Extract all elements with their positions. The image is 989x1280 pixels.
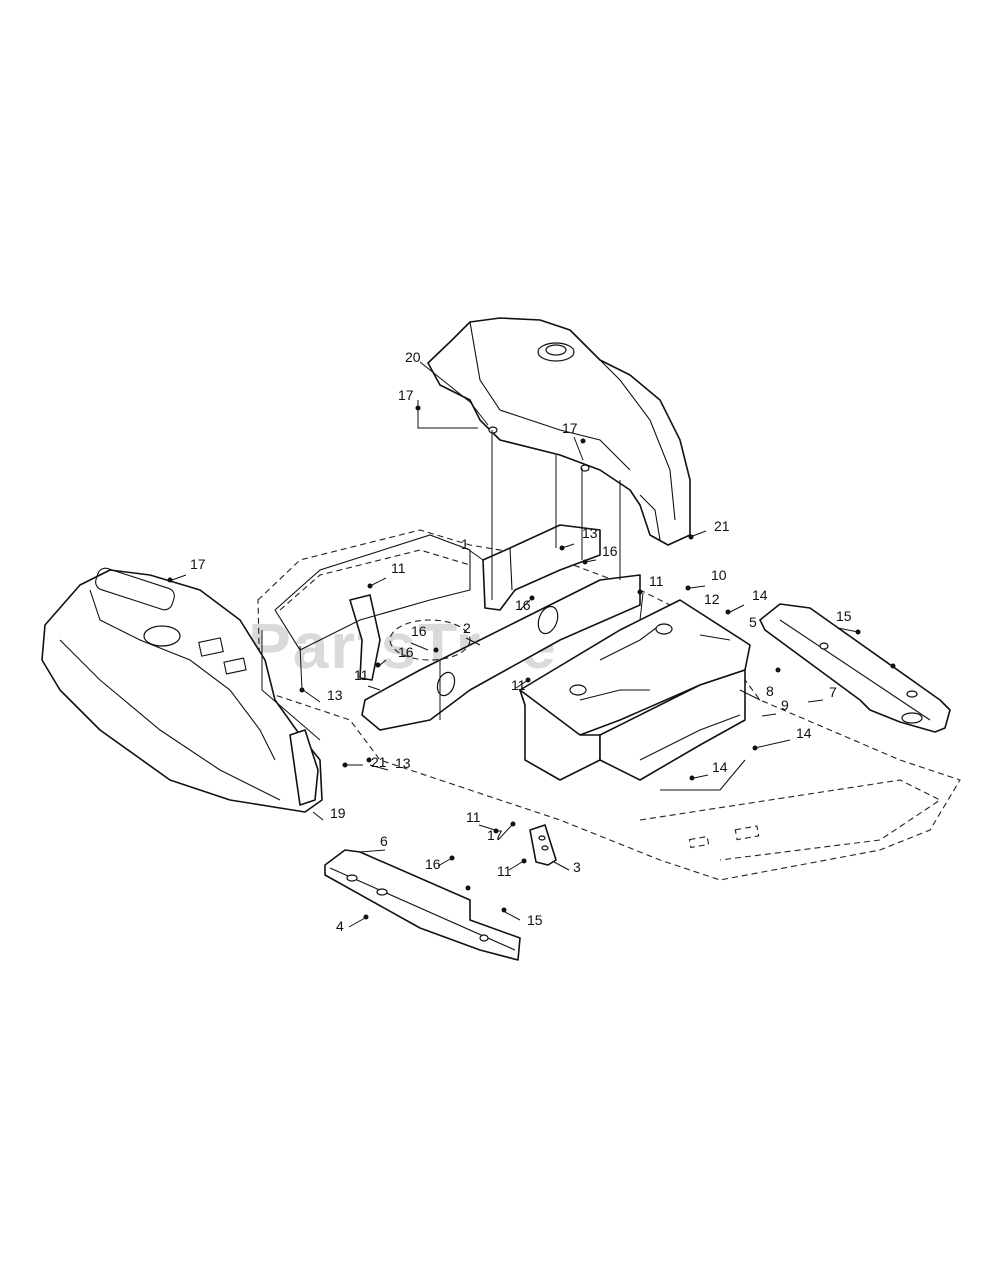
callout-c16e: 16 bbox=[425, 856, 441, 872]
callout-c2: 2 bbox=[463, 620, 471, 636]
callout-c6: 6 bbox=[380, 833, 388, 849]
main-frame bbox=[274, 534, 641, 731]
callout-c13a: 13 bbox=[582, 525, 598, 541]
callout-c16a: 16 bbox=[602, 543, 618, 559]
callout-c17b: 17 bbox=[562, 420, 578, 436]
step-plate bbox=[529, 824, 557, 866]
callout-c11e: 11 bbox=[466, 809, 481, 825]
rear-bracket bbox=[482, 524, 601, 611]
callout-c11d: 11 bbox=[511, 677, 526, 693]
callout-c17a: 17 bbox=[398, 387, 414, 403]
callout-c20: 20 bbox=[405, 349, 421, 365]
callout-c17d: 17 bbox=[487, 827, 503, 843]
callout-c12: 12 bbox=[704, 591, 720, 607]
callout-c4: 4 bbox=[336, 918, 344, 934]
callout-c16d: 16 bbox=[398, 644, 414, 660]
chassis-frame bbox=[257, 529, 961, 881]
callout-c11a: 11 bbox=[391, 560, 406, 576]
callout-c1: 1 bbox=[461, 536, 469, 552]
callout-c11b: 11 bbox=[649, 573, 664, 589]
callout-c8: 8 bbox=[766, 683, 774, 699]
callout-c14b: 14 bbox=[796, 725, 812, 741]
callout-c17c: 17 bbox=[190, 556, 206, 572]
callout-c16c: 16 bbox=[411, 623, 427, 639]
callout-c11c: 11 bbox=[354, 667, 369, 683]
callout-c10: 10 bbox=[711, 567, 727, 583]
callout-c11f: 11 bbox=[497, 863, 512, 879]
left-fender-console bbox=[41, 567, 323, 813]
rear-fender-shroud bbox=[427, 317, 691, 546]
fasteners bbox=[167, 405, 896, 920]
callout-c3: 3 bbox=[573, 859, 581, 875]
callout-c13c: 13 bbox=[395, 755, 411, 771]
callout-c5: 5 bbox=[749, 614, 757, 630]
callout-c15b: 15 bbox=[527, 912, 543, 928]
front-footrest bbox=[324, 849, 521, 961]
callout-c21a: 21 bbox=[714, 518, 730, 534]
callout-c14a: 14 bbox=[752, 587, 768, 603]
callout-c14c: 14 bbox=[712, 759, 728, 775]
callout-c13b: 13 bbox=[327, 687, 343, 703]
floor-plate bbox=[519, 599, 751, 791]
callout-c21b: 21 bbox=[371, 754, 387, 770]
callout-c16b: 16 bbox=[515, 597, 531, 613]
right-footrest bbox=[759, 603, 951, 733]
callout-c15a: 15 bbox=[836, 608, 852, 624]
callout-c7: 7 bbox=[829, 684, 837, 700]
callout-c19: 19 bbox=[330, 805, 346, 821]
callout-c9: 9 bbox=[781, 697, 789, 713]
